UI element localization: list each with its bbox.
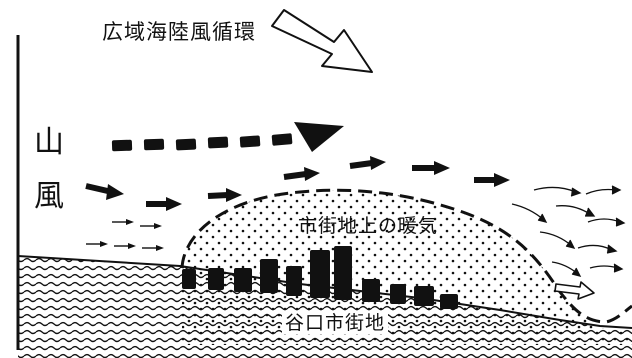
mountain-wind-arrow	[283, 167, 320, 181]
mountain-wind-arrow	[474, 173, 510, 187]
outflow-outline-arrow	[554, 281, 595, 300]
small-arrow	[86, 241, 108, 247]
small-arrow	[142, 245, 164, 251]
mountain-wind-arrows	[85, 156, 510, 211]
mountain-wind-arrow	[207, 188, 242, 202]
warm-air-label: 市街地上の暖気	[298, 215, 439, 237]
city-buildings	[182, 246, 458, 309]
diffusing-flow-arrows	[511, 185, 626, 277]
building	[334, 246, 352, 300]
building	[260, 259, 278, 293]
building	[182, 269, 196, 289]
upper-return-flow-arrow	[111, 122, 344, 152]
ground-surface-line	[17, 255, 632, 329]
mountain-wind-arrow	[146, 197, 182, 211]
small-arrow	[112, 219, 134, 225]
building	[440, 294, 458, 309]
broad-sea-land-breeze-label: 広域海陸風循環	[102, 20, 256, 44]
small-arrow	[140, 223, 162, 229]
small-arrow	[114, 243, 136, 249]
building	[414, 286, 434, 306]
mountain-wind-arrow	[85, 183, 124, 200]
building	[362, 279, 380, 302]
building	[286, 266, 302, 296]
building	[208, 268, 224, 290]
ground-terrain	[18, 256, 632, 358]
building	[310, 250, 330, 298]
mountain-wind-label-top: 山	[34, 125, 64, 160]
valley-city-label: 谷口市街地	[282, 313, 389, 334]
mountain-wind-arrow	[412, 161, 450, 175]
broad-circulation-arrow	[271, 9, 373, 73]
surface-breeze-arrows	[86, 219, 164, 251]
mountain-wind-label-bottom: 風	[34, 179, 64, 214]
mountain-wind-arrow	[349, 156, 386, 170]
building	[234, 268, 252, 292]
building	[390, 284, 406, 304]
